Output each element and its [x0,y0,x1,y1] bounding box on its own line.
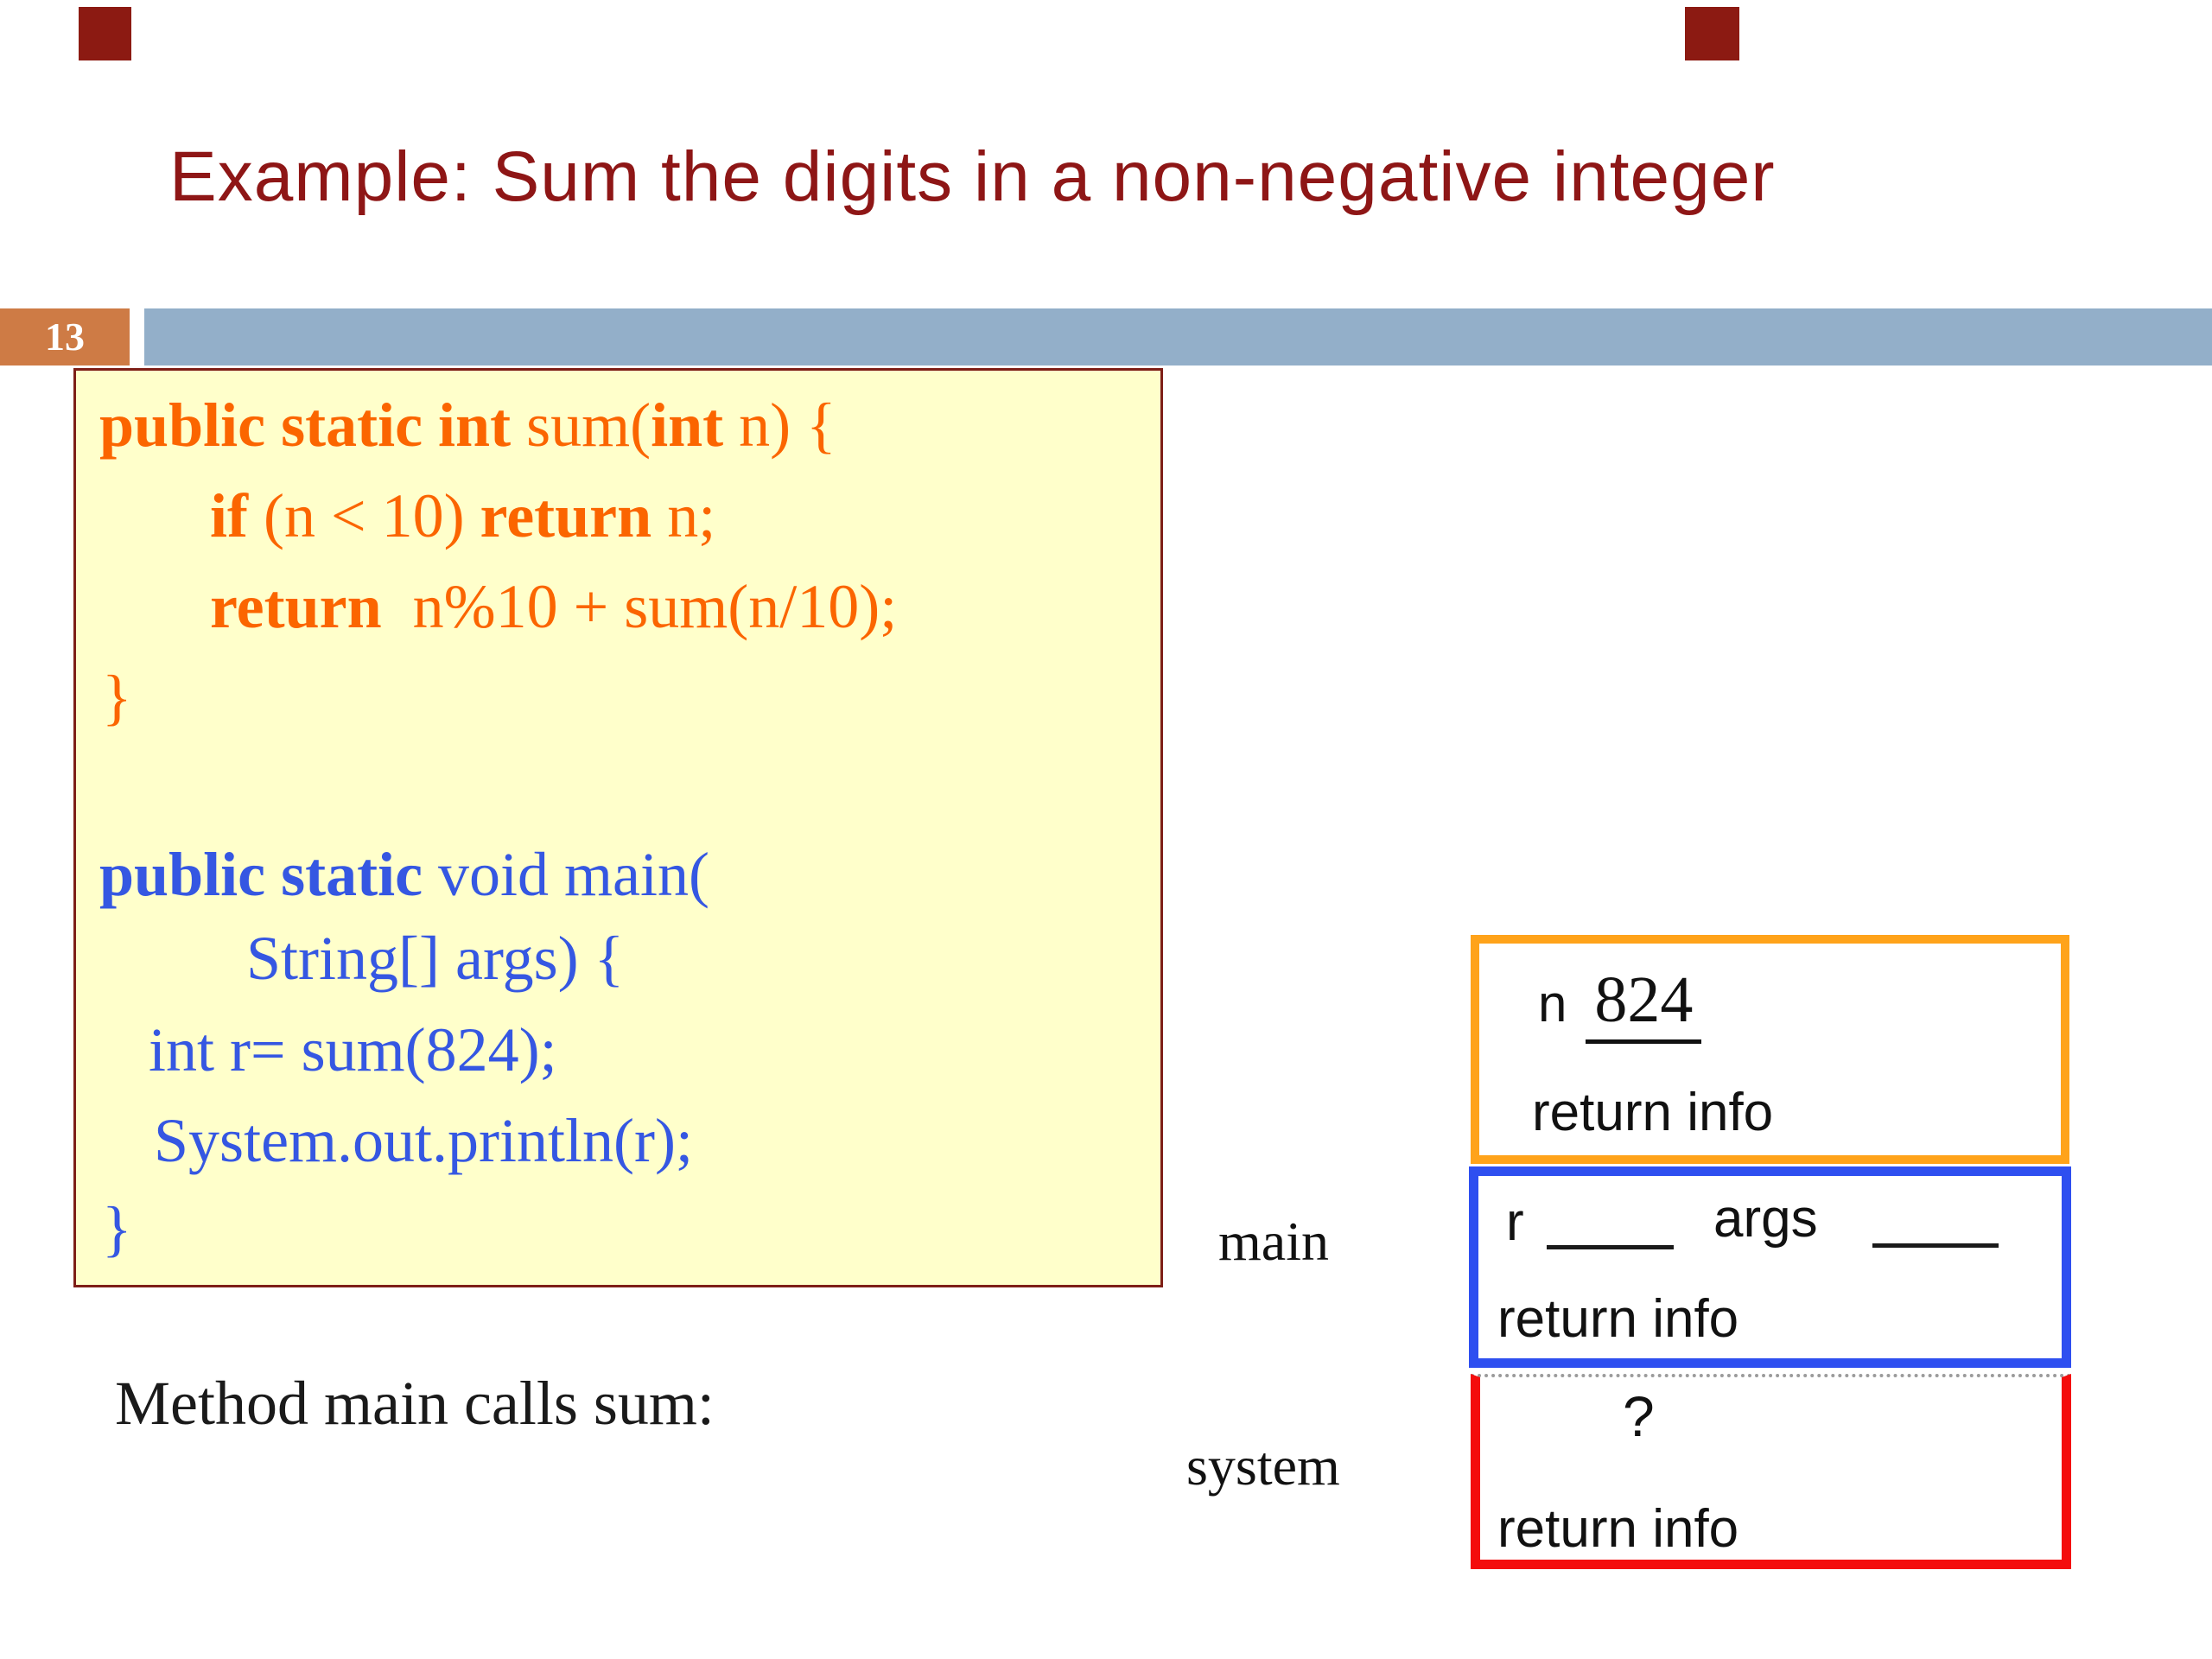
code-text: n%10 + sum(n/10); [381,572,898,641]
frame-label-main: main [1218,1211,1329,1272]
code-keyword: return [210,572,382,641]
header-bar [144,308,2212,365]
code-keyword: public static [99,840,423,909]
stack-frame-sum: n 824 return info [1471,935,2069,1164]
code-keyword: if [210,481,248,550]
code-line-sum-close: } [102,663,132,732]
code-line-main-args: String[] args) { [246,924,625,993]
code-text: (n < 10) [247,481,480,550]
caption-text: Method main calls sum: [115,1369,715,1438]
code-text: int r= sum(824); [149,1015,557,1084]
code-line-sum-return: return n%10 + sum(n/10); [210,572,898,641]
code-keyword: public static int [99,391,512,460]
sum-var-name: n [1538,975,1567,1033]
code-text: void main( [423,840,709,909]
code-text: n; [652,481,716,550]
code-line-sum-signature: public static int sum(int n) { [99,391,836,460]
code-line-main-call: int r= sum(824); [149,1015,557,1084]
sum-frame-variable-row: n 824 [1538,963,1702,1044]
decorative-square-left [79,7,131,60]
frame-label-system: system [1186,1435,1340,1497]
main-var-args: args [1713,1189,1818,1249]
main-return-info: return info [1497,1289,1739,1349]
main-var-args-blank [1872,1190,1999,1248]
code-line-main-signature: public static void main( [99,842,709,908]
code-text: sum( [511,391,652,460]
slide-number-badge: 13 [0,308,130,365]
code-text: String[] args) { [246,924,625,993]
main-var-r: r [1506,1192,1524,1252]
code-text: System.out.println(r); [154,1106,693,1175]
code-line-main-close: } [102,1194,132,1263]
stack-frame-system: ? return info [1471,1374,2071,1569]
sum-var-value: 824 [1586,963,1702,1044]
code-text: n) { [723,391,836,460]
code-keyword: int [651,391,724,460]
code-line-main-println: System.out.println(r); [154,1106,693,1175]
page-title: Example: Sum the digits in a non-negativ… [169,137,1776,216]
system-return-info: return info [1497,1499,1739,1559]
decorative-square-right [1685,7,1739,60]
stack-frame-main: r args return info [1469,1166,2071,1368]
code-panel: public static int sum(int n) { if (n < 1… [73,368,1163,1287]
system-unknown-value: ? [1623,1384,1655,1448]
sum-return-info: return info [1532,1083,1774,1142]
code-line-sum-if: if (n < 10) return n; [210,481,716,550]
code-keyword: return [480,481,652,550]
main-var-r-blank [1547,1192,1674,1249]
code-text: } [102,1194,132,1263]
code-text: } [102,663,132,732]
